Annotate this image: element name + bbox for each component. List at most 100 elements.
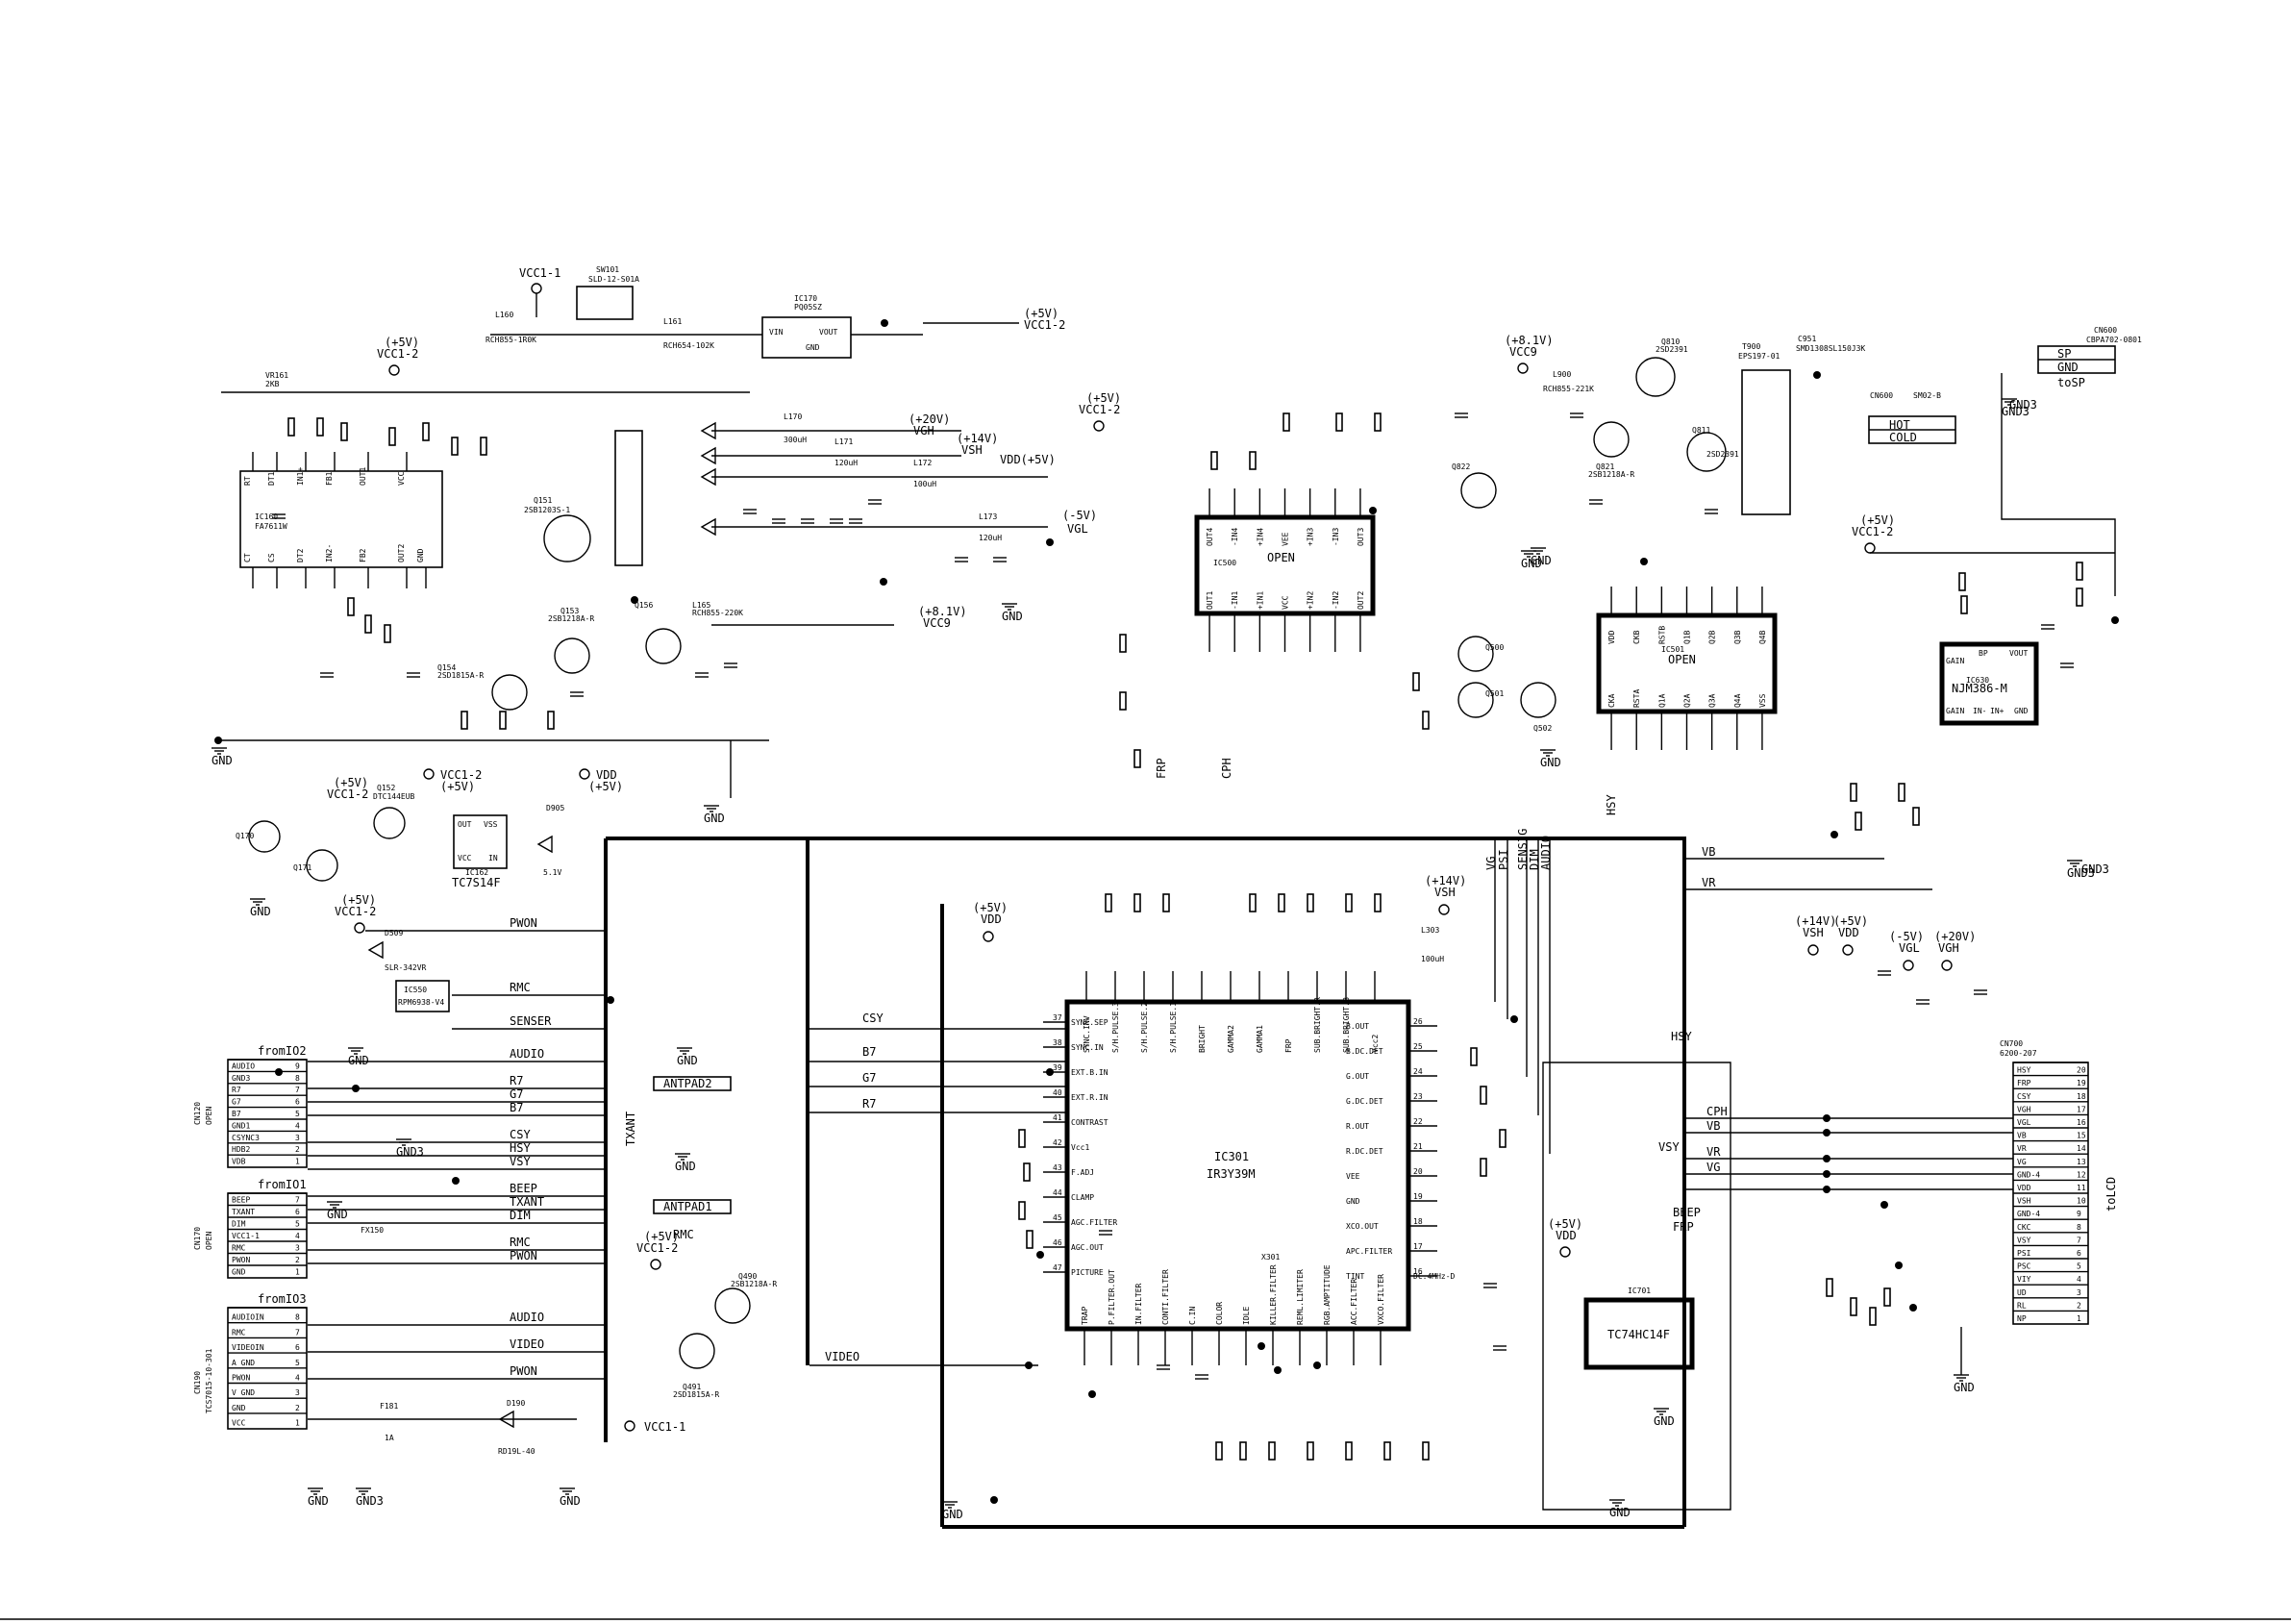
cn901-pin-cold: COLD	[1889, 431, 1917, 444]
test-point	[1909, 1304, 1917, 1312]
rail-terminal	[423, 768, 435, 780]
ic501-pin-bottom: Q3A	[1708, 693, 1717, 708]
q153-value: 2SB1218A-R	[548, 614, 594, 623]
connector-pin-label: VR	[2017, 1144, 2027, 1153]
connector-pin-label: CKC	[2017, 1223, 2031, 1232]
sig-vsy-right: FRP	[1673, 1220, 1694, 1234]
ground-label: GND3	[2002, 405, 2030, 418]
p14v-label-2: (+14V)	[1425, 874, 1466, 887]
sig-hsy-vert: HSY	[1605, 794, 1618, 815]
connector-pin-label: VSH	[2017, 1197, 2031, 1206]
resistor	[1239, 1441, 1247, 1461]
ground-label: GND	[1540, 756, 1561, 769]
ic630-pin-gain: GAIN	[1946, 657, 1964, 665]
connector-pin-number: 8	[295, 1313, 300, 1322]
sig-hsy-right: VSY	[1658, 1140, 1680, 1154]
ground-label: GND	[942, 1508, 963, 1521]
rail-vgh-name: VGH	[913, 424, 934, 437]
antpad-section: ANTPAD2 ANTPAD1 TXANT	[624, 1076, 732, 1214]
ic500-pin-bottom: -IN1	[1231, 591, 1239, 610]
resistor	[480, 437, 487, 456]
ic500-pin-top: -IN4	[1231, 528, 1239, 546]
sig-dim-2: CPH	[1220, 758, 1233, 779]
connector-pin-number: 8	[295, 1074, 300, 1083]
ic630-pin-inp: IN+	[1990, 707, 2005, 715]
connector-pin-label: VG	[2017, 1158, 2027, 1166]
test-point	[1823, 1186, 1830, 1193]
connector-pin-label: AUDIOIN	[232, 1313, 264, 1322]
sig-cph-right: VB	[1706, 1119, 1720, 1133]
connector-pin-label: GND-4	[2017, 1170, 2040, 1179]
vcc1-2-label-5: VCC1-2	[335, 905, 376, 918]
ic301-ref: IC301	[1214, 1150, 1249, 1163]
ic701-body	[1583, 1297, 1695, 1370]
resistor	[340, 422, 348, 441]
sig-rmc-3: RMC	[673, 1228, 694, 1241]
connector-pin-number: 5	[295, 1359, 300, 1367]
rail-terminal	[624, 1420, 635, 1432]
p5v-label-10: (+5V)	[973, 901, 1008, 914]
cn700-ref: CN700	[2000, 1039, 2023, 1048]
l170-ref: L170	[784, 412, 802, 421]
ic162-pin-out: OUT	[458, 820, 472, 829]
ic170-vin: VIN	[769, 328, 784, 337]
vcc1-2-label-4: VCC1-2	[440, 768, 482, 782]
ic301-pin-top: S/H.PULSE.3	[1111, 1002, 1120, 1053]
ground-label: GND	[1002, 610, 1023, 623]
rail-vsh-name: VSH	[961, 443, 983, 457]
cn600-part: CBPA702-0801	[2086, 336, 2142, 344]
ic301-pin-number: 17	[1413, 1242, 1423, 1251]
ic301-pin-bottom: CONTI.FILTER	[1161, 1269, 1170, 1325]
ic701-frame	[1542, 1062, 1731, 1511]
test-point	[1274, 1366, 1282, 1374]
q822-ref: Q822	[1452, 462, 1470, 471]
resistor	[1883, 1287, 1891, 1307]
l160-ref: L160	[495, 311, 513, 319]
ic301-pin-right: B.DC.DET	[1346, 1047, 1383, 1056]
ic162-ref: IC162	[465, 868, 488, 877]
connector-pin-label: VCC	[232, 1419, 246, 1428]
vdd-label-4: VDD	[1838, 926, 1859, 939]
resistor	[1480, 1158, 1487, 1177]
ic301-pin-left: CLAMP	[1071, 1193, 1094, 1202]
ic301-pin-number: 45	[1053, 1213, 1062, 1222]
ic301-section: IC301 IR3Y39M SYNC.SEP37SYNC.IN38EXT.B.I…	[809, 829, 1553, 1366]
ground-label: GND	[308, 1494, 329, 1508]
x301-ref: X301	[1261, 1253, 1280, 1262]
rail-p81v: (+8.1V)	[918, 605, 967, 618]
connector-pin-label: PSI	[2017, 1249, 2031, 1258]
connector-pin-label: VIDEOIN	[232, 1343, 264, 1352]
ic630-pin-bp: BP	[1979, 649, 1988, 658]
ic301-pin-right: G.DC.DET	[1346, 1097, 1383, 1106]
ic500-pin-bottom: +IN1	[1256, 591, 1264, 610]
ic301-pin-bottom: ACC.FILTER	[1350, 1279, 1358, 1325]
c951-ref: C951	[1798, 335, 1816, 343]
rail-terminal	[531, 283, 542, 294]
rail-vdd5: VDD(+5V)	[1000, 453, 1056, 466]
connector-pin-number: 11	[2077, 1184, 2086, 1192]
test-point	[1313, 1362, 1321, 1369]
q500-transistor	[1457, 636, 1494, 672]
q153-transistor	[554, 637, 590, 674]
resistor	[1374, 893, 1382, 912]
ic301-pin-top: SUB.BRIGHT.B	[1342, 997, 1351, 1053]
ic301-pin-right: R.OUT	[1346, 1122, 1369, 1131]
sig-pwon-3: PWON	[510, 1364, 537, 1378]
vdd-label: VDD	[596, 768, 617, 782]
rail-terminal	[388, 364, 400, 376]
p5v-label-3: (+5V)	[334, 776, 368, 789]
ic301-pin-number: 19	[1413, 1192, 1423, 1201]
ic550-ref: IC550	[404, 986, 427, 994]
q502-ref: Q502	[1533, 724, 1552, 733]
resistor	[1850, 1297, 1857, 1316]
ic301-pin-bottom: KILLER.FILTER	[1269, 1264, 1278, 1325]
rail-terminal	[1903, 960, 1914, 971]
resistor	[2076, 587, 2083, 607]
cn120-ref: CN120	[193, 1102, 202, 1125]
resistor	[1268, 1441, 1276, 1461]
q810-transistor	[1635, 357, 1676, 397]
